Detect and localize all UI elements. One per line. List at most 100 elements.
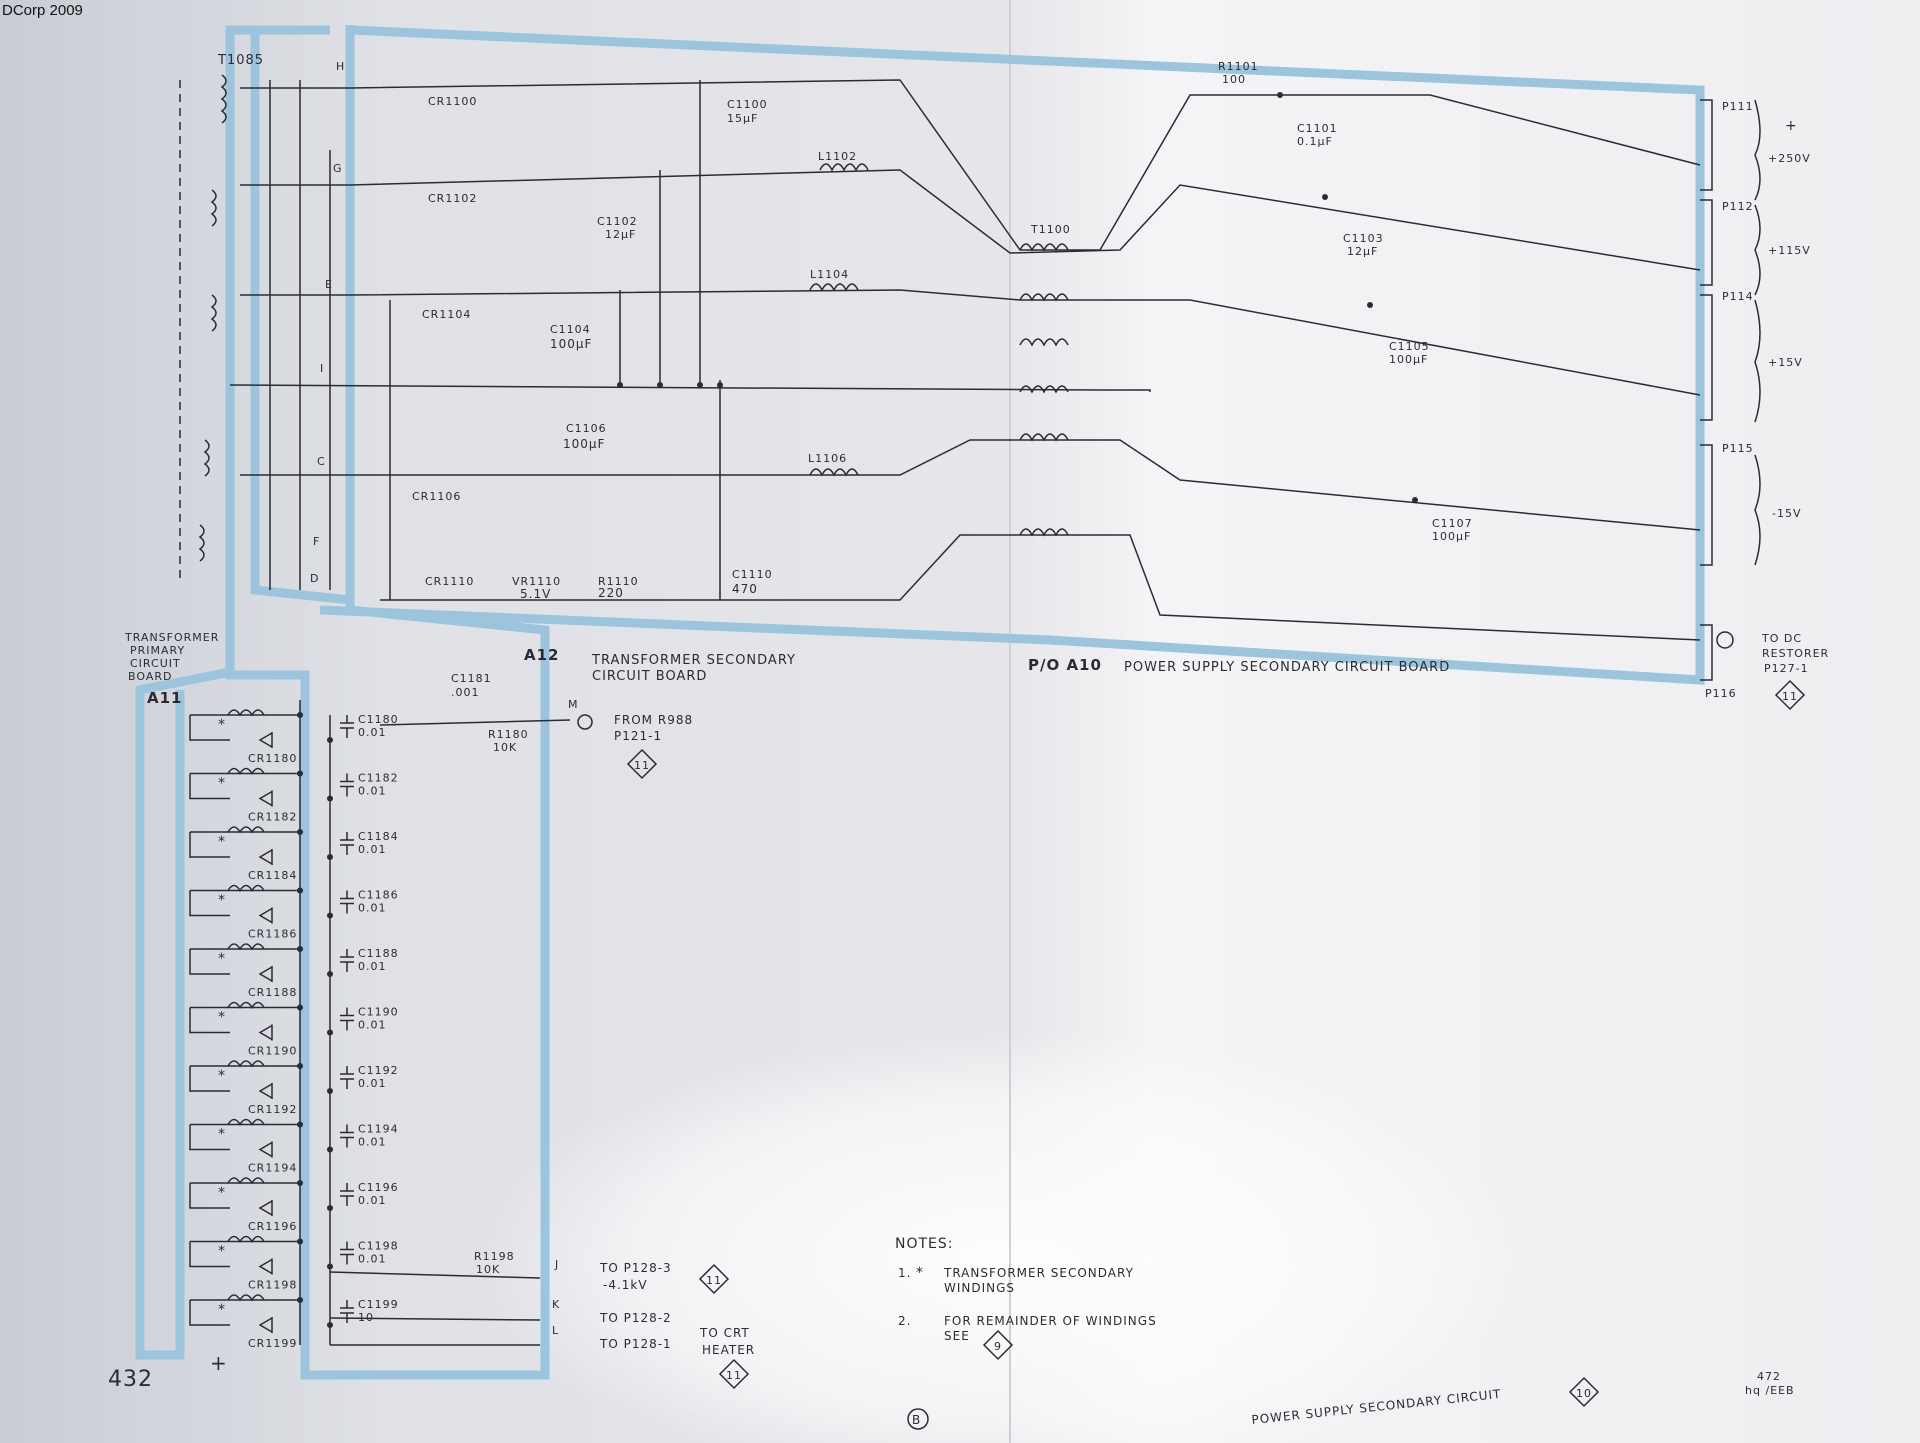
ladder-node — [297, 1238, 303, 1245]
ladder-node — [327, 1029, 333, 1036]
value-vr1110: 5.1V — [520, 587, 551, 601]
a10-components: CR1100 CR1102 CR1104 CR1106 CR1110 C1100… — [412, 60, 1473, 754]
label-115v: +115V — [1768, 244, 1811, 257]
ladder-capacitor — [340, 1183, 354, 1206]
ladder-diode — [258, 1258, 273, 1275]
reference-markers: 11 11 11 11 9 10 — [626, 679, 1806, 1408]
ladder-node — [327, 854, 333, 860]
label-cr1104: CR1104 — [422, 308, 471, 321]
footer-code-1: 472 — [1757, 1370, 1781, 1383]
ladder-diode-label: CR1186 — [248, 928, 297, 941]
ladder-diode — [258, 1024, 273, 1041]
ladder-cap-value: 0.01 — [358, 785, 387, 798]
label-c1105: C1105 — [1389, 340, 1430, 353]
ladder-wire — [189, 831, 300, 858]
ladder-diode-label: CR1188 — [248, 986, 297, 999]
ladder-cap-label: C1194 — [358, 1123, 399, 1136]
label-cr1110: CR1110 — [425, 575, 474, 588]
ladder-capacitor — [340, 1007, 354, 1031]
label-c1101: C1101 — [1297, 122, 1338, 135]
board-name-a12-2: CIRCUIT BOARD — [592, 669, 707, 684]
primary-board-outline — [250, 30, 351, 605]
note-1-line-2: WINDINGS — [944, 1281, 1015, 1295]
ladder-capacitor — [340, 890, 354, 914]
label-from-r988: FROM R988 — [614, 713, 693, 727]
ladder-node — [327, 912, 333, 919]
note-2-line-2: SEE — [944, 1329, 970, 1343]
value-c1110: 470 — [732, 582, 758, 596]
value-r1180: 10K — [493, 741, 517, 754]
board-id-a10: P/O A10 — [1028, 656, 1102, 674]
ladder-node — [297, 1121, 303, 1128]
board-primary-3: CIRCUIT — [130, 657, 181, 670]
value-r1198: 10K — [476, 1263, 500, 1276]
ladder-node — [297, 1297, 303, 1303]
terminal-c: C — [317, 455, 326, 468]
label-l: L — [552, 1324, 559, 1337]
terminal-f: F — [313, 535, 320, 548]
label-p111: P111 — [1722, 100, 1754, 113]
note-1-line-1: TRANSFORMER SECONDARY — [943, 1266, 1134, 1280]
ladder-star: * — [218, 893, 226, 909]
ladder-cap-value: 0.01 — [358, 1019, 387, 1032]
ladder-capacitor — [340, 1066, 354, 1089]
hv-outputs: M FROM R988 P121-1 J K L TO P128-3 -4.1k… — [329, 698, 754, 1357]
ladder-winding — [227, 767, 265, 775]
label-l1104: L1104 — [810, 268, 849, 281]
note-1-num: 1. — [898, 1266, 911, 1280]
label-c1102: C1102 — [597, 215, 638, 228]
label-c1181: C1181 — [451, 672, 492, 685]
value-r1110: 220 — [598, 586, 624, 600]
ladder-diode — [258, 1316, 273, 1334]
note-2-num: 2. — [898, 1314, 911, 1328]
board-primary-4: BOARD — [128, 670, 172, 683]
terminal-g: G — [333, 162, 343, 175]
watermark: DCorp 2009 — [2, 2, 83, 19]
ladder-node — [327, 971, 333, 977]
ladder-diode-label: CR1198 — [248, 1279, 297, 1292]
ladder-diode-label: CR1180 — [248, 752, 297, 765]
ladder-diode-label: CR1194 — [248, 1162, 297, 1175]
ref-11-b: 11 — [706, 1274, 722, 1287]
ladder-cap-label: C1190 — [358, 1006, 399, 1019]
ladder-node — [327, 737, 333, 743]
notes: NOTES: 1. * TRANSFORMER SECONDARY WINDIN… — [895, 1236, 1156, 1343]
label-t1100: T1100 — [1030, 223, 1071, 236]
value-c1103: 12µF — [1347, 245, 1378, 258]
label-cr1100: CR1100 — [428, 95, 477, 108]
label-cr1106: CR1106 — [412, 490, 461, 503]
ladder-wire — [189, 1182, 300, 1209]
ladder-star: * — [218, 776, 226, 792]
ladder-star: * — [218, 717, 226, 733]
label-p114: P114 — [1722, 290, 1754, 303]
ladder-diode — [258, 1199, 273, 1217]
value-c1104: 100µF — [550, 337, 592, 351]
ladder-wire — [189, 714, 300, 741]
ladder-winding — [227, 943, 265, 951]
label-restorer: RESTORER — [1762, 647, 1829, 660]
ladder-cap-value: 10 — [358, 1311, 374, 1324]
value-c1102: 12µF — [605, 228, 636, 241]
ladder-cap-value: 0.01 — [358, 1194, 387, 1207]
terminal-i: I — [320, 362, 324, 375]
ladder-star: * — [218, 1244, 226, 1260]
footer-circle-b: B — [912, 1413, 921, 1427]
ladder-node — [327, 795, 333, 802]
ladder-diode — [258, 790, 273, 807]
ref-11-a: 11 — [634, 759, 650, 772]
ladder-diode — [258, 731, 273, 749]
label-c1107: C1107 — [1432, 517, 1473, 530]
label-c1106: C1106 — [566, 422, 607, 435]
label-p115: P115 — [1722, 442, 1754, 455]
ladder-cap-label: C1199 — [358, 1298, 399, 1311]
a11-board-outline — [135, 667, 231, 1360]
value-c1107: 100µF — [1432, 530, 1471, 543]
ladder-cap-value: 0.01 — [358, 843, 387, 856]
value-c1106: 100µF — [563, 437, 605, 451]
terminal-e: E — [325, 278, 333, 291]
ladder-diode-label: CR1184 — [248, 869, 297, 882]
ladder-capacitor — [340, 1124, 354, 1148]
ladder-winding — [227, 1060, 265, 1068]
ladder-winding — [227, 1001, 265, 1009]
ladder-star: * — [218, 1010, 226, 1026]
